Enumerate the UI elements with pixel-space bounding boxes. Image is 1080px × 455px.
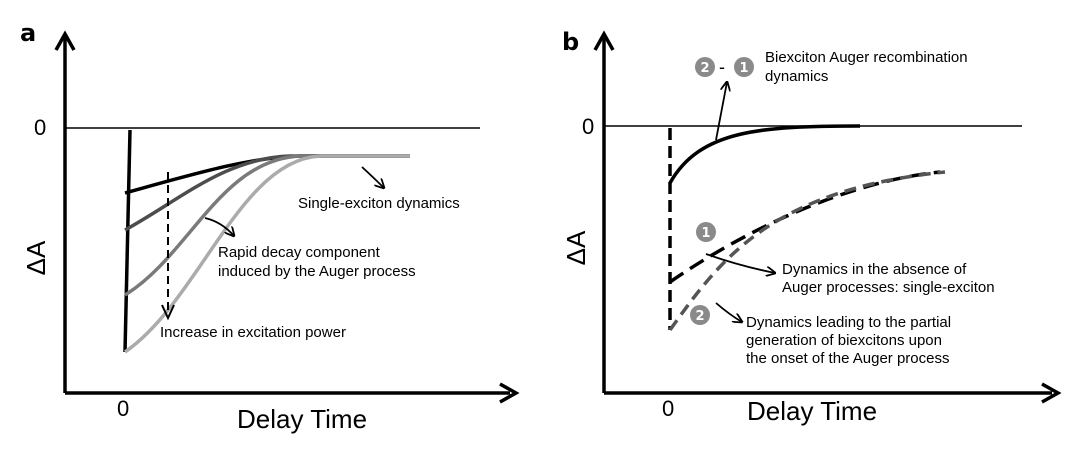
- panel-a-rapid-decay-label-2: induced by the Auger process: [218, 263, 416, 280]
- panel-b-y-axis-title: ΔA: [561, 230, 591, 265]
- panel-a-x-axis-arrowhead: [499, 382, 520, 404]
- panel-a-rise-line: [123, 129, 132, 353]
- panel-a-single-exciton-label: Single-exciton dynamics: [298, 195, 460, 212]
- panel-b-badge-1-top: [734, 57, 754, 77]
- panel-b-badge-2-top: [695, 57, 715, 77]
- panel-a-y-zero-label: 0: [34, 115, 46, 140]
- panel-b-badge-1-top-number: 1: [739, 61, 748, 76]
- panel-b-badge-2-top-number: 2: [700, 61, 709, 76]
- panel-a-rapid-decay-label-1: Rapid decay component: [218, 244, 381, 261]
- panel-a-y-axis-title: ΔA: [21, 240, 51, 275]
- panel-a-single-exciton-arrow: [361, 166, 384, 188]
- panel-a-x-zero-label: 0: [117, 396, 129, 421]
- panel-b-badge-2-low: [690, 305, 710, 325]
- panel-b-badge-1-mid: [696, 222, 716, 242]
- panel-b-badge-2-low-number: 2: [695, 309, 704, 324]
- panel-a-curve-3: [124, 154, 410, 297]
- panel-b-letter: b: [562, 28, 579, 56]
- panel-b-absence-label-2: Auger processes: single-exciton: [782, 279, 995, 296]
- panel-b-x-zero-label: 0: [662, 396, 674, 421]
- panel-b-badge-separator: -: [719, 57, 725, 77]
- panel-b-partial-label-3: the onset of the Auger process: [746, 350, 949, 367]
- panel-b-y-axis-arrowhead: [593, 30, 615, 51]
- panel-b-partial-label-1: Dynamics leading to the partial: [746, 314, 951, 331]
- panel-a-letter: a: [20, 19, 36, 47]
- panel-b-badge-1-mid-number: 1: [701, 226, 710, 241]
- panel-a-increase-power-label: Increase in excitation power: [160, 324, 346, 341]
- panel-b-partial-biexciton-curve: [668, 170, 946, 332]
- panel-b: b 0 0 ΔA Delay Time 2 - 1 1: [561, 28, 1062, 426]
- panel-b-absence-label-1: Dynamics in the absence of: [782, 261, 967, 278]
- panel-b-absence-arrow: [705, 253, 775, 273]
- panel-b-biexciton-label-1: Biexciton Auger recombination: [765, 49, 968, 66]
- panel-b-single-exciton-curve: [669, 170, 941, 284]
- panel-b-biexciton-curve: [668, 124, 861, 184]
- panel-a-rapid-decay-arrow: [204, 217, 234, 236]
- panel-b-x-axis-title: Delay Time: [747, 396, 877, 426]
- panel-a: a 0 0 ΔA Delay Time Single-exciton dynam…: [20, 19, 520, 434]
- panel-b-biexciton-arrow: [715, 82, 727, 141]
- panel-b-partial-label-2: generation of biexcitons upon: [746, 332, 942, 349]
- panel-b-partial-arrow: [715, 302, 742, 322]
- panel-b-biexciton-label-2: dynamics: [765, 68, 828, 85]
- panel-a-power-arrowhead: [161, 304, 175, 321]
- panel-a-y-axis-arrowhead: [54, 30, 76, 51]
- panel-a-curve-2: [124, 154, 410, 232]
- panel-b-y-zero-label: 0: [582, 114, 594, 139]
- panel-b-x-axis-arrowhead: [1041, 382, 1062, 404]
- panel-a-x-axis-title: Delay Time: [237, 404, 367, 434]
